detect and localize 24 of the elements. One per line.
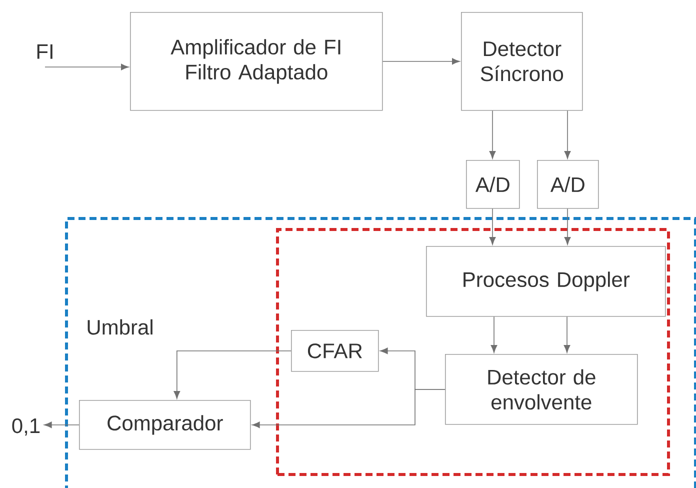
arrow xyxy=(489,208,496,245)
process-box: Comparador xyxy=(79,400,251,450)
input-label: FI xyxy=(37,44,52,59)
arrow xyxy=(490,316,498,353)
process-box: Detector Síncrono xyxy=(461,12,583,111)
arrow xyxy=(44,422,80,428)
process-box: A/D xyxy=(537,160,599,209)
arrow xyxy=(564,208,571,245)
dashed-region xyxy=(65,217,696,488)
process-box: CFAR xyxy=(291,330,379,372)
process-box: A/D xyxy=(466,160,520,209)
process-box: Amplificador de FI Filtro Adaptado xyxy=(130,12,383,111)
note-label: Umbral xyxy=(88,319,152,335)
dashed-region xyxy=(276,228,670,476)
arrow xyxy=(174,350,292,399)
process-box: Detector de envolvente xyxy=(445,354,638,425)
arrow xyxy=(382,58,460,65)
output-label: 0,1 xyxy=(12,418,40,436)
arrow xyxy=(44,64,129,70)
arrow xyxy=(564,316,570,353)
arrow xyxy=(564,110,571,159)
process-box: Procesos Doppler xyxy=(426,246,666,317)
arrow xyxy=(489,110,496,159)
arrow xyxy=(252,389,446,428)
